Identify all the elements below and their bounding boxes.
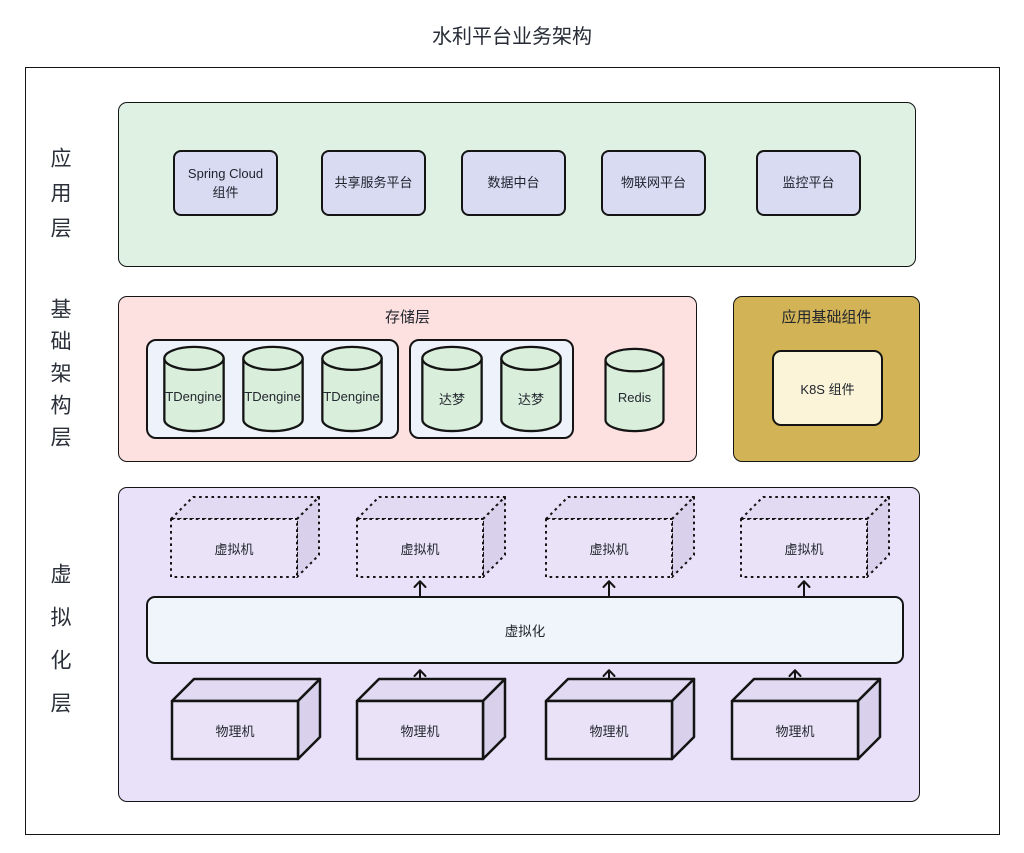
pm-label: 物理机 bbox=[400, 723, 440, 739]
cylinder-shape bbox=[421, 345, 483, 433]
cylinder-shape bbox=[162, 345, 225, 433]
database-cylinder-dameng: 达梦 bbox=[419, 345, 485, 433]
pm-label: 物理机 bbox=[589, 723, 629, 739]
application-layer-section: Spring Cloud 组件 共享服务平台 数据中台 物联网平台 监控平台 bbox=[118, 102, 916, 267]
vm-label: 虚拟机 bbox=[214, 541, 254, 557]
cylinder-label: 达梦 bbox=[517, 392, 544, 407]
virtualization-bar-label: 虚拟化 bbox=[504, 624, 546, 639]
dameng-group: 达梦 达梦 bbox=[409, 339, 574, 439]
app-box-monitoring: 监控平台 bbox=[756, 150, 861, 216]
cuboid-shape bbox=[356, 496, 506, 578]
app-box-iot-platform: 物联网平台 bbox=[601, 150, 706, 216]
database-cylinder-tdengine: TDengine bbox=[161, 345, 227, 433]
virtualization-section: 虚拟机 虚拟机 虚拟机 虚拟机 虚拟化 物理机 物理机 bbox=[118, 487, 920, 802]
layer-label-application: 应用层 bbox=[48, 147, 71, 252]
up-arrow-icon bbox=[602, 580, 616, 598]
up-arrow-icon bbox=[797, 580, 811, 598]
cuboid-shape bbox=[545, 496, 695, 578]
diagram-title: 水利平台业务架构 bbox=[432, 26, 592, 48]
base-components-section: 应用基础组件 K8S 组件 bbox=[733, 296, 920, 462]
virtualization-bar: 虚拟化 bbox=[146, 596, 904, 664]
cylinder-label: TDengine bbox=[244, 389, 301, 404]
cylinder-label: TDengine bbox=[165, 389, 222, 404]
pm-label: 物理机 bbox=[775, 723, 815, 739]
virtual-machine-box: 虚拟机 bbox=[355, 495, 507, 579]
app-box-label: 共享服务平台 bbox=[334, 175, 413, 191]
cuboid-shape bbox=[730, 677, 882, 761]
cuboid-shape bbox=[355, 677, 507, 761]
vm-label: 虚拟机 bbox=[589, 541, 629, 557]
database-cylinder-tdengine: TDengine bbox=[240, 345, 306, 433]
app-box-shared-services: 共享服务平台 bbox=[321, 150, 426, 216]
app-box-label: 监控平台 bbox=[782, 175, 835, 191]
vm-label: 虚拟机 bbox=[400, 541, 440, 557]
virtual-machine-box: 虚拟机 bbox=[739, 495, 891, 579]
database-cylinder-tdengine: TDengine bbox=[319, 345, 385, 433]
vm-label: 虚拟机 bbox=[784, 541, 824, 557]
cylinder-shape bbox=[604, 347, 665, 433]
app-box-label: 数据中台 bbox=[487, 175, 540, 191]
layer-label-infrastructure: 基础架构层 bbox=[48, 298, 71, 458]
app-box-label: 物联网平台 bbox=[620, 175, 686, 191]
cylinder-label: Redis bbox=[617, 390, 652, 405]
app-box-data-platform: 数据中台 bbox=[461, 150, 566, 216]
cylinder-shape bbox=[320, 345, 383, 433]
base-components-title: 应用基础组件 bbox=[781, 309, 872, 326]
tdengine-group: TDengine TDengine TDengine bbox=[146, 339, 399, 439]
database-cylinder-dameng: 达梦 bbox=[498, 345, 564, 433]
database-cylinder-redis: Redis bbox=[600, 347, 669, 433]
pm-label: 物理机 bbox=[215, 723, 255, 739]
cuboid-shape bbox=[170, 677, 322, 761]
cylinder-shape bbox=[500, 345, 562, 433]
storage-title: 存储层 bbox=[384, 309, 430, 326]
physical-machine-box: 物理机 bbox=[355, 677, 507, 761]
app-box-label: Spring Cloud 组件 bbox=[187, 165, 264, 201]
cuboid-shape bbox=[544, 677, 696, 761]
cuboid-shape bbox=[170, 496, 320, 578]
virtual-machine-box: 虚拟机 bbox=[169, 495, 321, 579]
storage-section: 存储层 TDengine TDengine TDengine 达梦 达 bbox=[118, 296, 697, 462]
cuboid-shape bbox=[740, 496, 890, 578]
app-box-spring-cloud: Spring Cloud 组件 bbox=[173, 150, 278, 216]
k8s-box-label: K8S 组件 bbox=[800, 381, 855, 397]
physical-machine-box: 物理机 bbox=[730, 677, 882, 761]
k8s-components-box: K8S 组件 bbox=[772, 350, 883, 426]
up-arrow-icon bbox=[413, 580, 427, 598]
physical-machine-box: 物理机 bbox=[544, 677, 696, 761]
virtual-machine-box: 虚拟机 bbox=[544, 495, 696, 579]
diagram-border bbox=[25, 67, 1000, 835]
physical-machine-box: 物理机 bbox=[170, 677, 322, 761]
cylinder-label: TDengine bbox=[323, 389, 380, 404]
cylinder-shape bbox=[241, 345, 304, 433]
layer-label-virtualization: 虚拟化层 bbox=[48, 563, 71, 735]
cylinder-label: 达梦 bbox=[438, 392, 465, 407]
